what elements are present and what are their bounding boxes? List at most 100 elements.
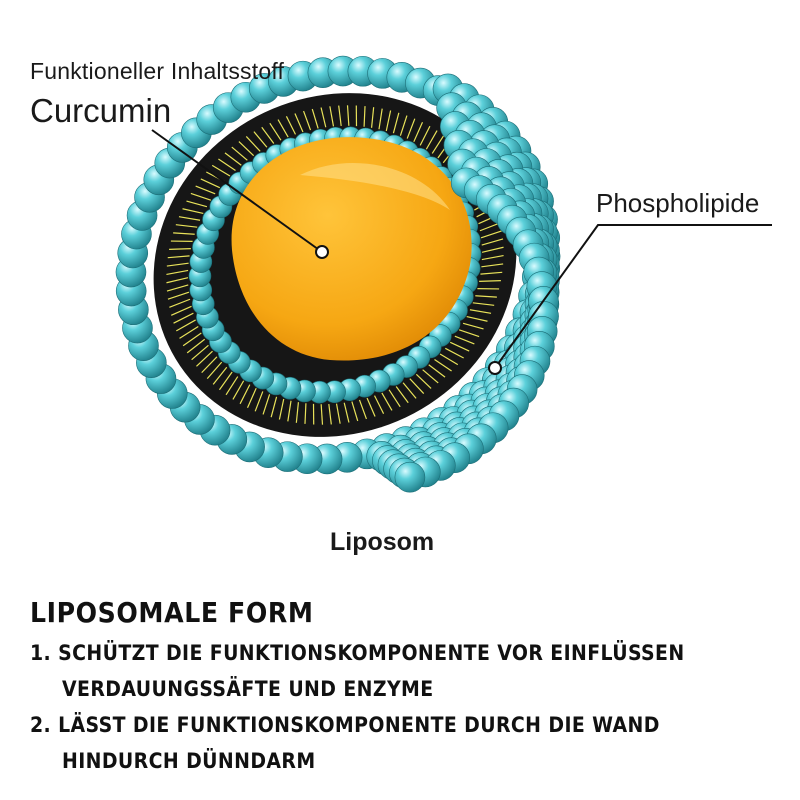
lipid-tail xyxy=(351,401,359,422)
curcumin-leader-line xyxy=(151,129,323,253)
lipid-tail xyxy=(170,305,192,316)
lipid-tail xyxy=(328,404,332,425)
lipid-tail xyxy=(381,392,393,411)
lipid-tail xyxy=(409,378,425,394)
lipid-tail xyxy=(303,110,312,131)
lipid-tail xyxy=(225,376,239,396)
lipid-tail xyxy=(178,216,201,221)
lipid-tail xyxy=(335,403,341,424)
lipid-tail xyxy=(176,319,196,332)
lipid-tail xyxy=(370,107,375,128)
ingredient-subtitle: Funktioneller Inhaltsstoff xyxy=(30,58,285,84)
lipid-tail xyxy=(481,254,504,261)
lipid-tail xyxy=(425,130,438,150)
lipid-tail xyxy=(449,341,470,352)
lipid-tail xyxy=(480,271,503,275)
lipid-tail xyxy=(173,232,195,235)
phospholipide-leader-dot xyxy=(488,361,502,375)
lipid-tail xyxy=(200,178,221,189)
lipid-tail xyxy=(358,399,367,420)
lipid-tail xyxy=(206,361,223,380)
lipid-tail xyxy=(245,136,261,152)
lipid-tail xyxy=(458,329,480,338)
lipid-tail xyxy=(182,332,202,347)
lipid-tail xyxy=(212,366,228,385)
lipid-tail xyxy=(399,115,408,136)
lipid-tail xyxy=(320,107,327,128)
lipid-tail xyxy=(201,356,218,374)
lipid-tail xyxy=(261,126,275,144)
lipid-tail xyxy=(431,134,445,154)
lipid-tail xyxy=(346,105,350,126)
phospholipide-leader-line xyxy=(494,224,772,369)
lipid-tail xyxy=(246,387,257,408)
lipid-tail xyxy=(469,309,492,314)
list-item-line: 2. LÄSST DIE FUNKTIONSKOMPONENTE DURCH D… xyxy=(30,713,660,737)
lipid-tail xyxy=(311,108,319,129)
lipid-tail xyxy=(385,110,392,132)
lipid-tail xyxy=(406,118,416,139)
lipid-tail xyxy=(238,141,255,157)
phospholipide-label: Phospholipide xyxy=(596,188,760,218)
curcumin-leader-dot xyxy=(315,245,329,259)
lipid-tail xyxy=(169,248,191,250)
lipid-tail xyxy=(320,404,324,425)
lipid-tail xyxy=(169,298,191,308)
lipid-tail xyxy=(269,122,282,141)
lipid-tail xyxy=(413,122,424,143)
lipid-tail xyxy=(481,246,504,253)
lipid-tail xyxy=(277,119,289,138)
section-heading: LIPOSOMALE FORM xyxy=(30,596,314,629)
lipid-tail xyxy=(395,386,409,404)
lipid-tail xyxy=(466,316,488,322)
lipid-tail xyxy=(166,277,189,284)
lipid-tail xyxy=(262,394,271,415)
list-item: 1. SCHÜTZT DIE FUNKTIONSKOMPONENTE VOR E… xyxy=(30,635,790,707)
lipid-tail xyxy=(428,364,446,378)
lipid-tail xyxy=(285,116,297,135)
lipid-tail xyxy=(480,230,503,239)
ingredient-title: Curcumin xyxy=(30,92,172,129)
lipid-tail xyxy=(166,269,189,276)
core-highlight xyxy=(300,162,450,210)
lipid-tail xyxy=(388,389,401,408)
list-item: 2. LÄSST DIE FUNKTIONSKOMPONENTE DURCH D… xyxy=(30,707,790,779)
lipid-tail xyxy=(472,302,495,306)
lipid-tail xyxy=(481,238,504,246)
lipid-tail xyxy=(195,185,216,195)
lipid-tail xyxy=(191,344,209,361)
lipid-tail xyxy=(166,284,189,292)
lipid-tail xyxy=(329,106,335,127)
lipid-tail xyxy=(402,382,417,399)
lipid-tail xyxy=(295,402,300,423)
lipid-tail xyxy=(479,222,501,232)
lipid-tail xyxy=(232,380,245,400)
lipid-tail xyxy=(253,131,268,148)
lipid-tail xyxy=(439,353,459,366)
lipid-tail xyxy=(175,224,198,228)
lipid-tail xyxy=(479,280,501,282)
description-block: LIPOSOMALE FORM 1. SCHÜTZT DIE FUNKTIONS… xyxy=(30,596,790,779)
lipid-tail xyxy=(415,373,432,389)
lipid-tail xyxy=(254,391,264,412)
lipid-tail xyxy=(239,384,251,405)
lipid-tail xyxy=(179,326,199,339)
lipid-tail xyxy=(278,398,285,420)
lipid-tail xyxy=(166,262,189,267)
lipid-tail xyxy=(186,200,208,208)
lipid-tail xyxy=(338,105,342,126)
list-item-line: 1. SCHÜTZT DIE FUNKTIONSKOMPONENTE VOR E… xyxy=(30,641,685,665)
lipid-tail xyxy=(392,112,400,134)
lipid-tail xyxy=(363,106,366,127)
liposome-illustration xyxy=(115,55,772,493)
lipid-tail xyxy=(186,338,206,354)
lipid-tail xyxy=(419,125,431,146)
lipid-tail xyxy=(481,263,504,268)
phospholipid-bead xyxy=(394,461,426,493)
lipid-tail xyxy=(182,208,204,214)
list-item-continuation: VERDAUUNGSSÄFTE UND ENZYME xyxy=(62,677,434,701)
lipid-tail xyxy=(373,395,385,414)
lipid-tail xyxy=(224,152,242,166)
lipid-tail xyxy=(196,350,213,367)
liposom-caption: Liposom xyxy=(330,528,435,556)
